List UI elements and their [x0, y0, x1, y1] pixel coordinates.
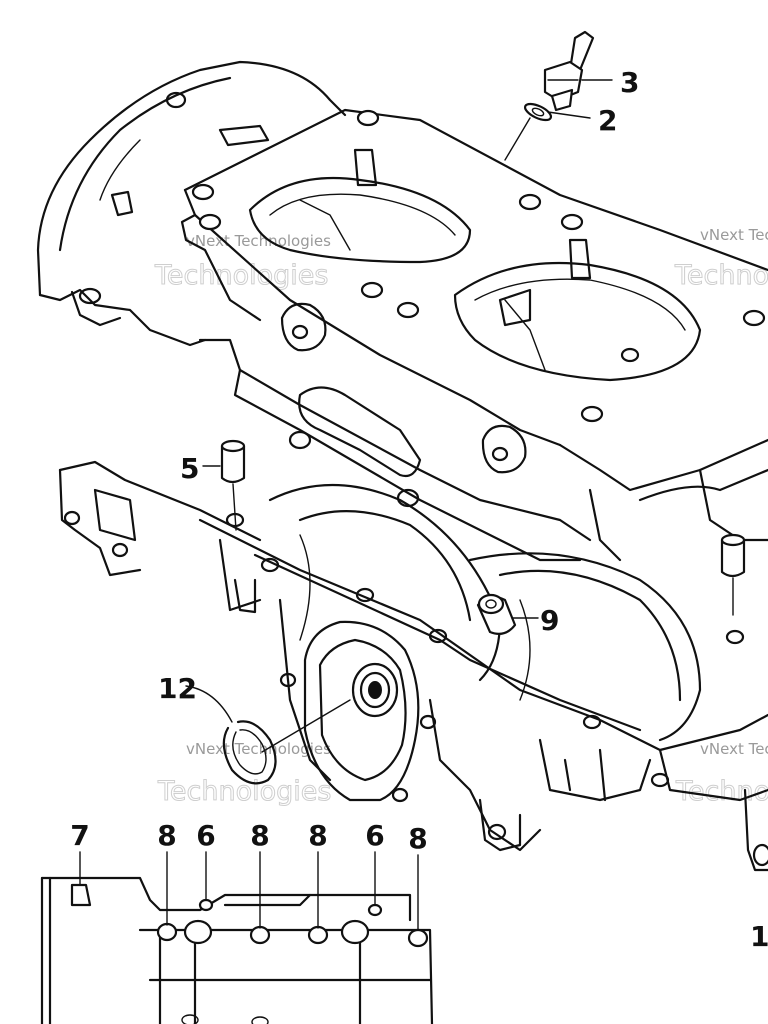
callout-label: 8 [308, 819, 327, 852]
callout-label: 6 [196, 819, 215, 852]
fitting-part-3 [543, 30, 595, 112]
callout-label: 8 [250, 819, 269, 852]
lower-crankcase [58, 460, 768, 872]
watermark-text: Technologies [154, 260, 328, 291]
dowel-pin-right [720, 533, 746, 578]
leader-line [504, 117, 531, 161]
oil-pan-cover [40, 876, 434, 1024]
callout-label: 3 [620, 66, 639, 99]
leader-lines-bottom [79, 851, 419, 931]
watermark-text: vNext Technologies [186, 232, 331, 250]
callout-label: 8 [157, 819, 176, 852]
leader-line [547, 111, 591, 119]
deck-bolt-holes [191, 109, 766, 423]
callout-labels: 3 2 5 9 12 7 8 6 8 8 6 8 10 [70, 66, 768, 953]
leader-line [261, 699, 351, 753]
callout-label: 10 [750, 920, 768, 953]
watermark-text: vNext Technologies [700, 226, 768, 244]
upper-crankcase [36, 60, 768, 562]
washer-part-2 [523, 102, 553, 122]
callout-label: 5 [180, 452, 199, 485]
callout-label: 12 [158, 672, 197, 705]
leader-line [232, 483, 237, 531]
callout-label: 2 [598, 104, 617, 137]
watermark-text: vNext Technologies [700, 740, 768, 758]
dowel-pin-part-5 [220, 439, 246, 484]
callout-label: 8 [408, 822, 427, 855]
bearing-pin-part-9 [476, 593, 517, 635]
snap-ring-part-12 [222, 720, 277, 785]
callout-label: 9 [540, 604, 559, 637]
callout-label: 6 [365, 819, 384, 852]
watermark-text: Technologies [675, 776, 768, 807]
leader-line [185, 685, 233, 723]
callout-label: 7 [70, 819, 89, 852]
watermark-group: vNext Technologies Technologies vNext Te… [154, 226, 768, 808]
watermark-text: vNext Technologies [186, 740, 331, 758]
